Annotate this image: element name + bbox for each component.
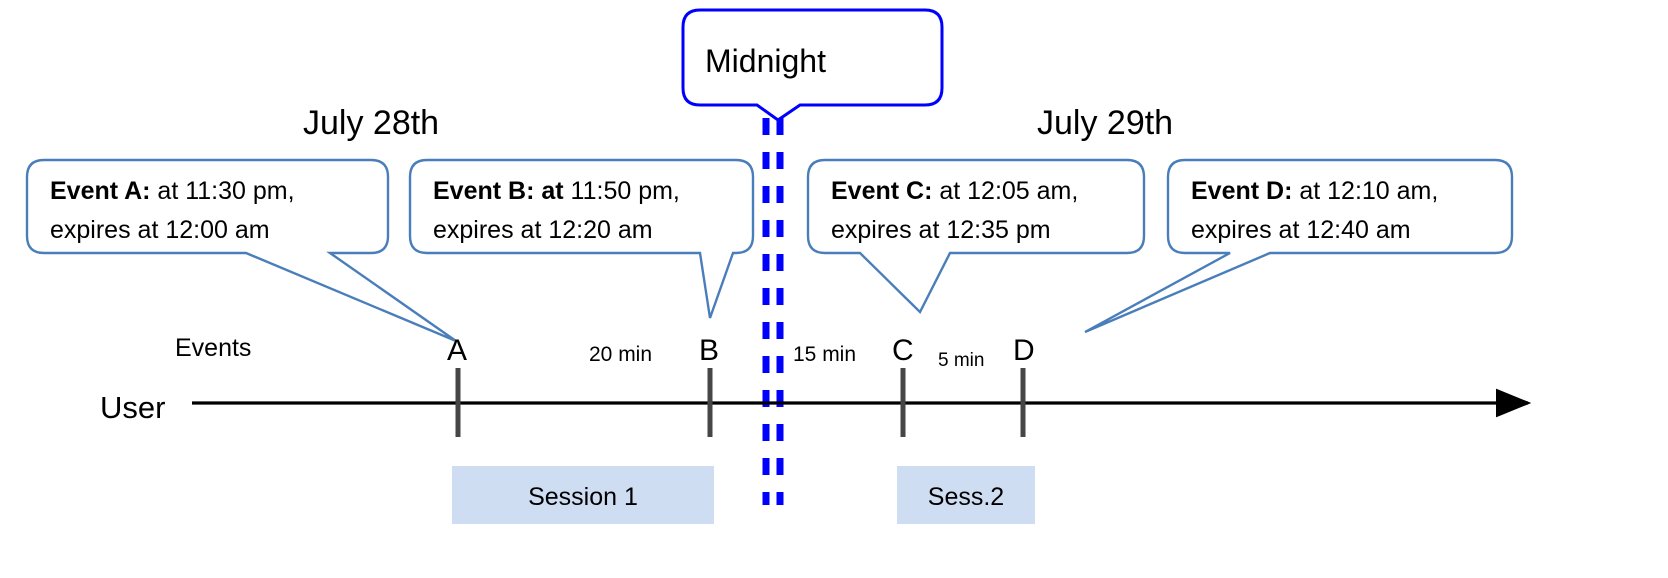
midnight-bubble-shape	[681, 8, 944, 122]
callout-event-b-line2: expires at 12:20 am	[433, 216, 653, 244]
callout-event-a-line1: Event A: at 11:30 pm,	[50, 177, 295, 205]
session-1-box	[452, 466, 714, 524]
callout-event-b-line1: Event B: at 11:50 pm,	[433, 177, 680, 205]
callout-event-a-line2: expires at 12:00 am	[50, 216, 270, 244]
date-label-july-28: July 28th	[303, 104, 439, 142]
callout-event-d-shape	[1084, 158, 1514, 334]
callout-event-a-shape	[25, 158, 457, 343]
midnight-label: Midnight	[705, 43, 826, 79]
callout-event-d-line2: expires at 12:40 am	[1191, 216, 1411, 244]
callout-event-b-shape	[408, 158, 755, 319]
user-row-label: User	[100, 390, 165, 425]
session-2-label: Sess.2	[928, 483, 1004, 511]
callout-event-c[interactable]: Event C: at 12:05 am, expires at 12:35 p…	[806, 158, 1146, 315]
interval-label-20min: 20 min	[589, 343, 652, 366]
events-row-label: Events	[175, 334, 251, 362]
callout-event-d-line1: Event D: at 12:10 am,	[1191, 177, 1438, 205]
tick-label-b: B	[699, 334, 719, 367]
midnight-divider	[762, 118, 784, 505]
session-2-box	[897, 466, 1035, 524]
callout-event-c-line2: expires at 12:35 pm	[831, 216, 1051, 244]
callout-event-c-shape	[806, 158, 1146, 315]
session-1[interactable]: Session 1	[452, 466, 714, 524]
session-2[interactable]: Sess.2	[897, 466, 1035, 524]
interval-label-5min: 5 min	[938, 350, 984, 371]
callout-event-b[interactable]: Event B: at 11:50 pm, expires at 12:20 a…	[408, 158, 755, 319]
callout-event-d[interactable]: Event D: at 12:10 am, expires at 12:40 a…	[1084, 158, 1514, 334]
session-1-label: Session 1	[528, 483, 638, 511]
date-label-july-29: July 29th	[1037, 104, 1173, 142]
callout-event-a[interactable]: Event A: at 11:30 pm, expires at 12:00 a…	[25, 158, 457, 343]
tick-label-c: C	[892, 334, 914, 367]
interval-label-15min: 15 min	[793, 343, 856, 366]
callout-event-c-line1: Event C: at 12:05 am,	[831, 177, 1078, 205]
midnight-callout[interactable]: Midnight	[681, 8, 944, 122]
tick-label-d: D	[1013, 334, 1035, 367]
tick-label-a: A	[447, 334, 467, 367]
